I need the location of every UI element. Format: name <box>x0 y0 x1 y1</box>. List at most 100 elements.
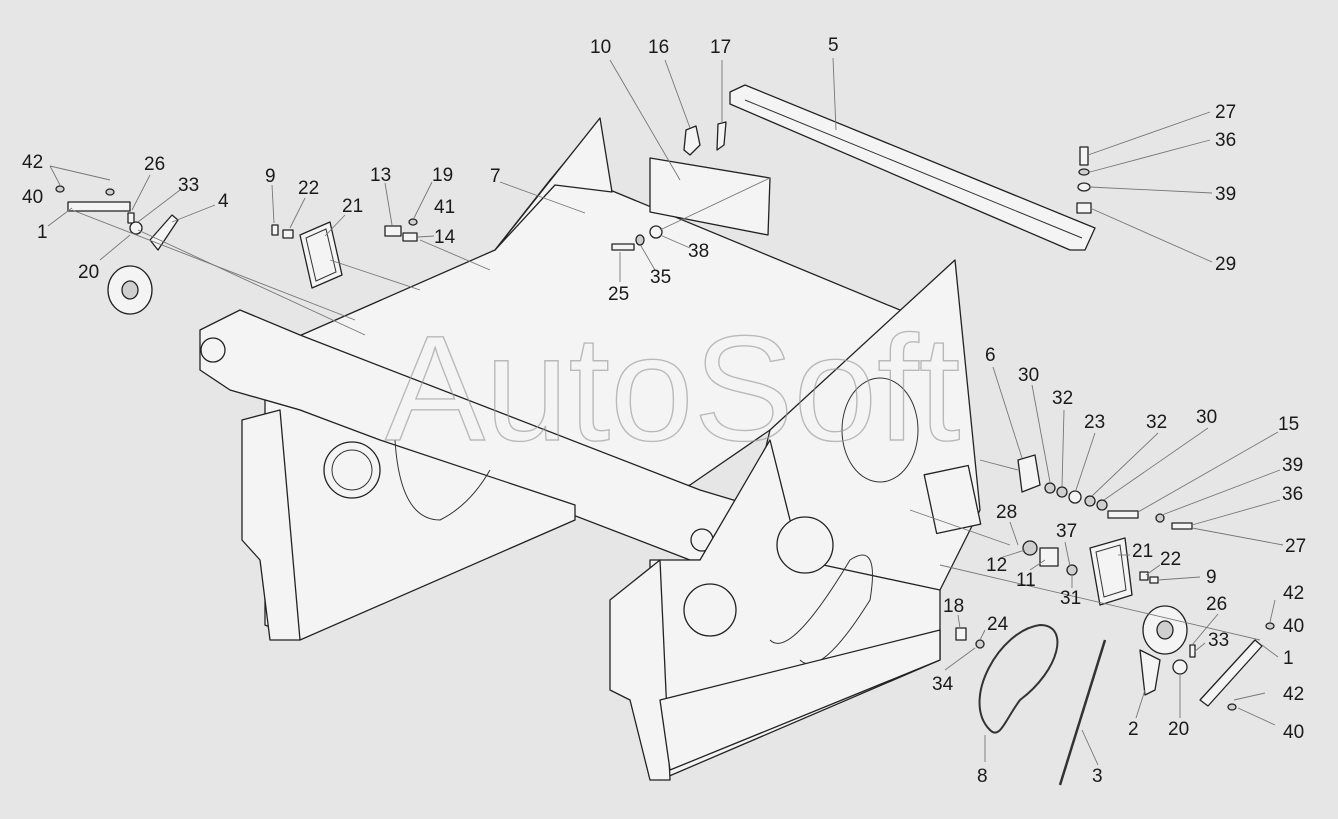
right-plate-window <box>923 464 982 535</box>
bolt-9-left <box>271 224 279 236</box>
callout-40-bottom: 40 <box>1283 722 1304 743</box>
bushing-20-left <box>129 221 143 235</box>
exploded-parts-top <box>55 84 1096 315</box>
callout-35: 35 <box>650 267 671 288</box>
washer-12 <box>1022 540 1038 556</box>
callout-42-right: 42 <box>1283 583 1304 604</box>
callout-40-right: 40 <box>1283 616 1304 637</box>
bracket-17 <box>716 121 727 151</box>
bolt-25 <box>611 243 635 251</box>
lever-2 <box>1139 649 1161 696</box>
callout-33-right: 33 <box>1208 630 1229 651</box>
callout-20-right: 20 <box>1168 719 1189 740</box>
washer-30-b <box>1096 499 1108 511</box>
washer-41 <box>408 218 418 226</box>
leader-30a <box>1031 384 1051 483</box>
callout-32-a: 32 <box>1052 388 1073 409</box>
leader-27a <box>1087 111 1211 156</box>
callout-18: 18 <box>943 596 964 617</box>
left-tensioner <box>55 185 179 315</box>
washer-40-left <box>55 185 65 193</box>
plate-11 <box>1039 547 1059 567</box>
beam-eye-left <box>200 337 226 363</box>
leader-22a <box>289 197 306 229</box>
plate-22-left <box>282 229 294 239</box>
callout-16: 16 <box>648 37 669 58</box>
callout-8: 8 <box>977 766 988 787</box>
callout-25: 25 <box>608 284 629 305</box>
washer-36-top <box>1078 168 1090 176</box>
washer-32-b <box>1084 495 1096 507</box>
leader-12 <box>999 549 1026 559</box>
callout-13: 13 <box>370 165 391 186</box>
callout-19: 19 <box>432 165 453 186</box>
bottom-sill <box>659 629 941 771</box>
window-frame-21-left-inner <box>305 228 337 282</box>
leader-4 <box>171 204 216 223</box>
callout-26-right: 26 <box>1206 594 1227 615</box>
spring-1-left <box>67 201 131 212</box>
callout-21-left: 21 <box>342 196 363 217</box>
leader-1a <box>47 207 73 227</box>
rear-side-plate <box>494 117 613 251</box>
bearing-23 <box>1068 490 1082 504</box>
callout-33-left: 33 <box>178 175 199 196</box>
callout-17: 17 <box>710 37 731 58</box>
leader-1b <box>1261 644 1279 658</box>
leader-35 <box>640 245 656 271</box>
pin-33-right <box>1189 644 1196 658</box>
nut-29 <box>1076 202 1092 214</box>
plate-22-right <box>1139 571 1149 581</box>
callout-36-top: 36 <box>1215 130 1236 151</box>
callout-22-left: 22 <box>298 178 319 199</box>
bolt-27-top <box>1079 146 1089 166</box>
callout-2: 2 <box>1128 719 1139 740</box>
leader-26a <box>131 174 151 211</box>
callout-7: 7 <box>490 166 501 187</box>
watermark-text: AutoSoft <box>385 304 960 472</box>
leader-20a <box>99 234 131 261</box>
callout-23: 23 <box>1084 412 1105 433</box>
leader-23 <box>1075 432 1096 491</box>
leader-18 <box>957 614 961 629</box>
washer-40-right-a <box>1265 622 1275 630</box>
callout-4: 4 <box>218 191 229 212</box>
leader-7 <box>499 181 586 214</box>
callout-5: 5 <box>828 35 839 56</box>
callout-30-b: 30 <box>1196 407 1217 428</box>
axis-line-window-left <box>329 259 421 291</box>
callout-24: 24 <box>987 614 1009 635</box>
callout-6: 6 <box>985 345 996 366</box>
callout-1-right: 1 <box>1283 648 1294 669</box>
washer-30-a <box>1044 482 1056 494</box>
callout-9-right: 9 <box>1206 567 1217 588</box>
washer-40-left-b <box>105 188 115 196</box>
axis-line-left-2 <box>137 229 366 336</box>
leader-21a <box>324 214 346 237</box>
pulley-right-hub <box>1156 620 1174 640</box>
bracket-18 <box>955 627 967 641</box>
leader-13 <box>384 182 393 226</box>
callout-31: 31 <box>1060 588 1081 609</box>
pin-26-left <box>127 212 135 224</box>
leader-lines <box>47 57 1284 766</box>
washer-38 <box>649 225 663 239</box>
callout-12: 12 <box>986 555 1007 576</box>
leader-39b <box>1161 469 1281 516</box>
bolt-9-right <box>1149 576 1159 584</box>
leader-16 <box>664 59 691 129</box>
washer-40-right-b <box>1227 703 1237 711</box>
callout-38: 38 <box>688 241 709 262</box>
leader-36a <box>1089 139 1211 173</box>
callout-20-left: 20 <box>78 262 99 283</box>
channel-beam-5-edge <box>744 99 1083 239</box>
left-wall-port-inner <box>331 449 373 491</box>
washer-32-a <box>1056 486 1068 498</box>
pulley-left-hub <box>121 280 139 300</box>
bracket-16 <box>683 125 701 156</box>
callout-1-left: 1 <box>37 222 48 243</box>
callout-27-top: 27 <box>1215 102 1236 123</box>
cover-plate-10 <box>649 157 771 236</box>
nut-31 <box>1066 564 1078 576</box>
leader-42a-1 <box>49 165 61 186</box>
